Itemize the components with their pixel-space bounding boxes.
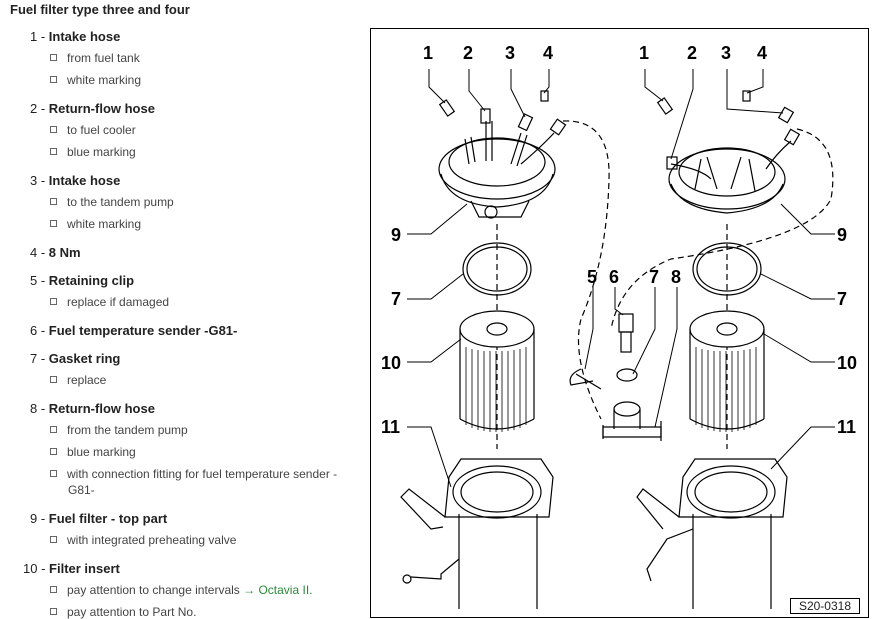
callout-left-1: 1: [423, 43, 433, 63]
callout-mid-6: 6: [609, 267, 619, 287]
legend-sub-8-2: blue marking: [50, 445, 136, 459]
bullet-icon: [50, 220, 57, 227]
legend-item-5: 5 - Retaining clip: [30, 273, 135, 288]
legend-sub-10-2: pay attention to Part No.: [50, 605, 196, 619]
fuel-filter-illustration: 1 2 3 4 1 2 3 4 5 6 7 8 9 7 10 11 9 7 10…: [381, 43, 857, 609]
bullet-icon: [50, 126, 57, 133]
legend-item-10: 10 - Filter insert: [23, 561, 120, 576]
legend-item-3: 3 - Intake hose: [30, 173, 121, 188]
legend-item-9: 9 - Fuel filter - top part: [30, 511, 168, 526]
legend-sub-9-1: with integrated preheating valve: [50, 533, 236, 547]
bullet-icon: [50, 76, 57, 83]
callout-left-2: 2: [463, 43, 473, 63]
legend-sub-7-1: replace: [50, 373, 106, 387]
callout-left-11: 11: [381, 417, 400, 437]
bullet-icon: [50, 586, 57, 593]
bullet-icon: [50, 298, 57, 305]
bullet-icon: [50, 426, 57, 433]
bullet-icon: [50, 148, 57, 155]
legend-sub-8-3-cont: G81-: [68, 483, 95, 497]
arrow-right-icon: →: [243, 583, 256, 597]
bullet-icon: [50, 54, 57, 61]
callout-right-3: 3: [721, 43, 731, 63]
legend-sub-5-1: replace if damaged: [50, 295, 169, 309]
legend-sub-2-1: to fuel cooler: [50, 123, 136, 137]
legend-sub-8-1: from the tandem pump: [50, 423, 188, 437]
legend-item-2: 2 - Return-flow hose: [30, 101, 155, 116]
callout-mid-5: 5: [587, 267, 597, 287]
legend-sub-1-1: from fuel tank: [50, 51, 140, 65]
page-title: Fuel filter type three and four: [10, 2, 190, 17]
legend-sub-1-2: white marking: [50, 73, 141, 87]
bullet-icon: [50, 470, 57, 477]
octavia-link[interactable]: → Octavia II.: [243, 583, 313, 597]
figure-id: S20-0318: [789, 598, 860, 614]
exploded-view-figure: 1 2 3 4 1 2 3 4 5 6 7 8 9 7 10 11 9 7 10…: [370, 28, 869, 618]
legend-item-8: 8 - Return-flow hose: [30, 401, 155, 416]
legend-item-6: 6 - Fuel temperature sender -G81-: [30, 323, 238, 338]
callout-right-1: 1: [639, 43, 649, 63]
legend-sub-8-3: with connection fitting for fuel tempera…: [50, 467, 337, 481]
bullet-icon: [50, 448, 57, 455]
bullet-icon: [50, 376, 57, 383]
callout-right-11: 11: [837, 417, 856, 437]
callout-mid-7: 7: [649, 267, 659, 287]
legend-sub-2-2: blue marking: [50, 145, 136, 159]
callout-right-9: 9: [837, 225, 847, 245]
legend-item-1: 1 - Intake hose: [30, 29, 121, 44]
legend-item-7: 7 - Gasket ring: [30, 351, 121, 366]
callout-mid-8: 8: [671, 267, 681, 287]
legend-sub-3-1: to the tandem pump: [50, 195, 174, 209]
callout-right-10: 10: [837, 353, 857, 373]
callout-left-7: 7: [391, 289, 401, 309]
bullet-icon: [50, 198, 57, 205]
callout-left-3: 3: [505, 43, 515, 63]
callout-right-2: 2: [687, 43, 697, 63]
legend-sub-10-1: pay attention to change intervals → Octa…: [50, 583, 313, 597]
callout-left-4: 4: [543, 43, 553, 63]
bullet-icon: [50, 608, 57, 615]
callout-right-7: 7: [837, 289, 847, 309]
legend-item-4: 4 - 8 Nm: [30, 245, 81, 260]
callout-left-9: 9: [391, 225, 401, 245]
legend-sub-3-2: white marking: [50, 217, 141, 231]
bullet-icon: [50, 536, 57, 543]
callout-left-10: 10: [381, 353, 401, 373]
callout-right-4: 4: [757, 43, 767, 63]
